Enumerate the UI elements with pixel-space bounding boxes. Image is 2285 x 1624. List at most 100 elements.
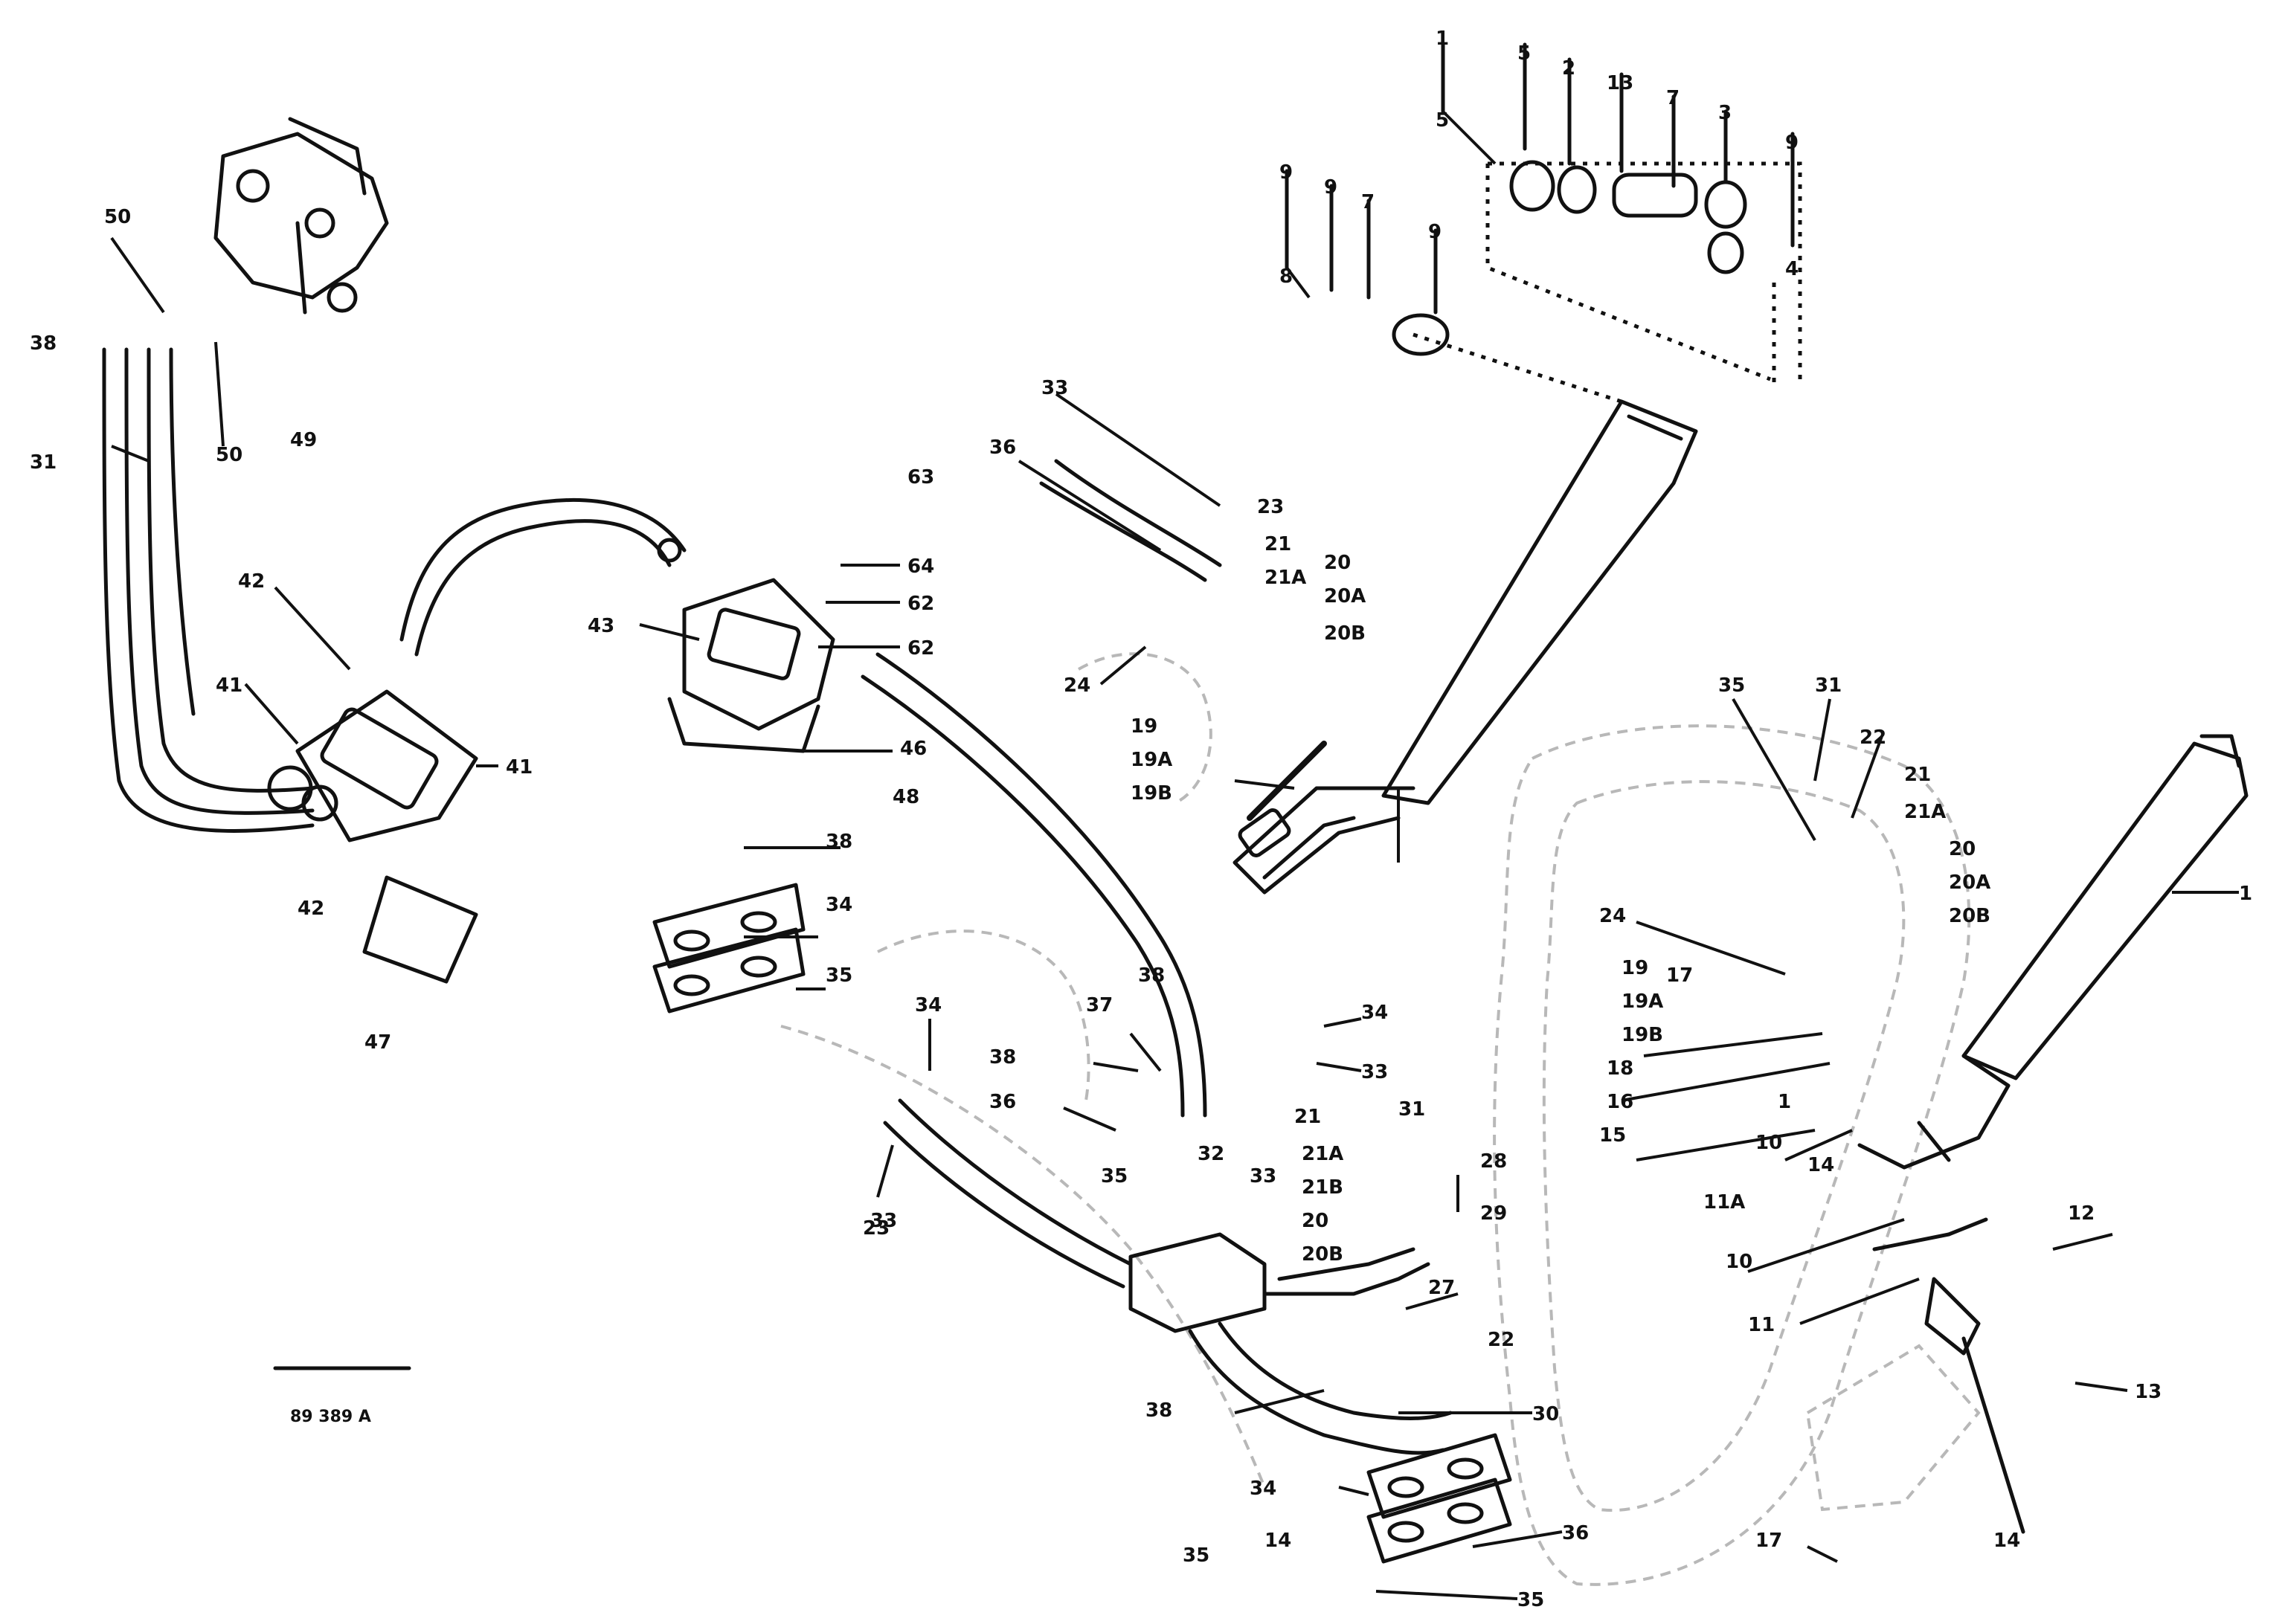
callout-label: 13 [2135,1381,2162,1403]
callout-label: 20 [1302,1210,1328,1232]
callout-label: 50 [104,206,131,228]
callout-label: 20B [1302,1243,1343,1266]
callout-label: 7 [1361,191,1375,213]
right-boom-lower [1857,734,2249,1170]
callout-label: 20A [1324,585,1366,608]
callout-label: 62 [907,593,934,615]
callout-label: 15 [1599,1124,1626,1147]
callout-label: 19B [1622,1024,1663,1046]
callout-label: 35 [1183,1544,1209,1567]
callout-label: 24 [1599,905,1626,927]
callout-label: 1 [1778,1091,1791,1113]
callout-labels: 1 5 2 13 7 3 9 5 4 9 9 7 9 8 50 38 50 49… [30,28,2252,1611]
callout-label: 2 [1562,57,1575,80]
callout-label: 9 [1428,221,1442,243]
callout-label: 17 [1666,964,1693,987]
callout-label: 62 [907,637,934,660]
callout-label: 19A [1622,990,1663,1013]
callout-label: 19B [1131,782,1172,805]
callout-label: 49 [290,429,317,451]
callout-label: 47 [364,1031,391,1054]
callout-label: 4 [1785,258,1799,280]
callout-label: 36 [989,1091,1016,1113]
callout-label: 29 [1480,1202,1507,1225]
callout-label: 34 [826,894,852,916]
reference-code: 89 389 A [290,1408,371,1426]
callout-label: 14 [1264,1530,1291,1552]
callout-label: 28 [1480,1150,1507,1173]
top-right-fitting-stack [1285,42,1802,404]
callout-label: 1 [1436,28,1449,50]
callout-label: 21A [1264,567,1306,589]
callout-label: 38 [826,831,852,853]
callout-label: 20B [1949,905,1990,927]
callout-label: 33 [870,1210,897,1232]
callout-label: 3 [1718,102,1732,124]
callout-label: 43 [588,615,614,637]
callout-label: 34 [915,994,942,1016]
callout-label: 21 [1904,764,1931,786]
callout-label: 38 [1138,964,1165,987]
callout-label: 50 [216,444,242,466]
callout-label: 21B [1302,1176,1343,1199]
callout-label: 23 [863,1217,890,1240]
callout-label: 36 [989,436,1016,459]
clamp-plates-left [652,883,806,1014]
machine-ghost-outline [780,652,1971,1586]
callout-label: 20A [1949,871,1990,894]
callout-label: 1 [2239,883,2252,905]
callout-label: 38 [30,332,57,355]
callout-label: 7 [1666,87,1680,109]
callout-label: 18 [1607,1057,1633,1080]
callout-label: 24 [1064,674,1090,697]
callout-label: 20 [1324,552,1351,574]
callout-label: 41 [506,756,533,779]
callout-label: 38 [1145,1399,1172,1422]
callout-label: 35 [1101,1165,1128,1188]
bottom-right-bracket [1805,1217,2025,1534]
callout-label: 11A [1703,1191,1745,1214]
callout-label: 31 [30,451,57,474]
callout-label: 10 [1755,1132,1782,1154]
callout-label: 17 [1755,1530,1782,1552]
callout-label: 9 [1324,176,1337,199]
callout-label: 64 [907,555,934,578]
callout-label: 33 [1041,377,1068,399]
left-hose-bundle [102,347,687,833]
callout-label: 11 [1748,1314,1775,1336]
callout-label: 8 [1279,265,1293,288]
left-control-valve [267,689,478,984]
callout-label: 33 [1361,1061,1388,1083]
callout-label: 38 [989,1046,1016,1069]
callout-label: 20B [1324,622,1366,645]
middle-valve-block [657,538,835,753]
callout-label: 14 [1807,1154,1834,1176]
callout-label: 21 [1264,533,1291,555]
callout-label: 37 [1086,994,1113,1016]
callout-label: 22 [1860,726,1886,749]
leader-lines [110,110,2239,1600]
callout-label: 34 [1250,1478,1276,1500]
callout-label: 9 [1279,161,1293,184]
callout-label: 19A [1131,749,1172,771]
callout-label: 35 [826,964,852,987]
drawing-reference: 89 389 A [273,1366,411,1426]
callout-label: 19 [1131,715,1157,738]
top-left-bracket [213,117,389,315]
callout-label: 42 [298,898,324,920]
callout-label: 9 [1785,132,1799,154]
right-arm-upper [1233,399,1698,895]
callout-label: 27 [1428,1277,1455,1299]
callout-label: 31 [1398,1098,1425,1121]
callout-label: 12 [2068,1202,2095,1225]
callout-label: 22 [1488,1329,1514,1351]
callout-label: 42 [238,570,265,593]
callout-label: 41 [216,674,242,697]
callout-label: 34 [1361,1002,1388,1024]
callout-label: 14 [1993,1530,2020,1552]
callout-label: 31 [1815,674,1842,697]
callout-label: 16 [1607,1091,1633,1113]
callout-label: 5 [1436,109,1449,132]
callout-label: 35 [1718,674,1745,697]
